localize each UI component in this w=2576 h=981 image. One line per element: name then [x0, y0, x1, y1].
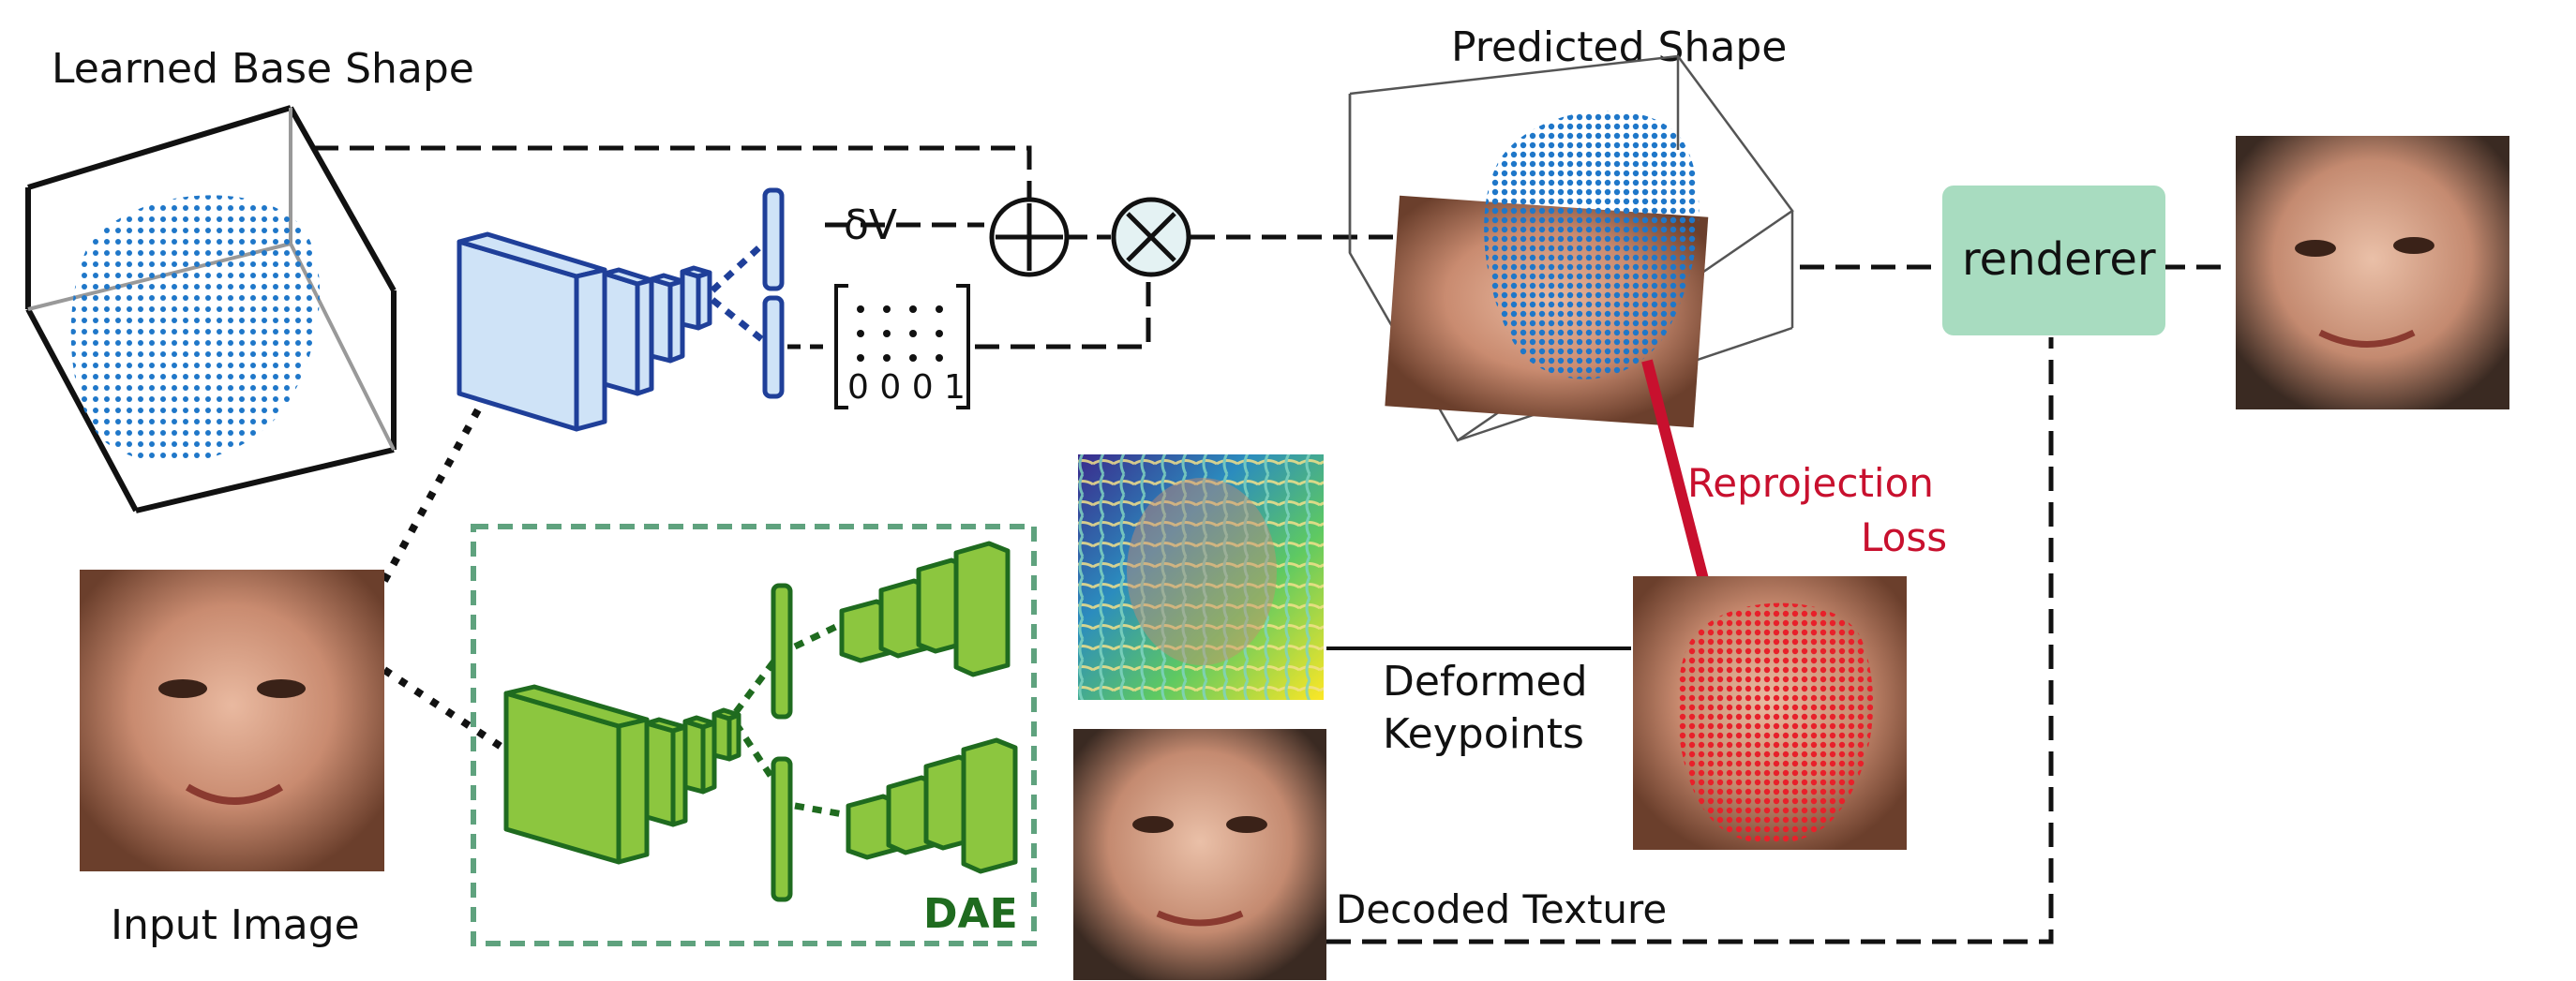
- encoder-block-3: [649, 273, 685, 364]
- input-image-label: Input Image: [111, 901, 360, 949]
- matrix-dots: [857, 305, 943, 362]
- matrix-last-row: 0 0 0 1: [847, 368, 966, 407]
- pose-code-bar: [762, 295, 785, 399]
- renderer-block: renderer: [1942, 186, 2165, 335]
- renderer-label: renderer: [1962, 233, 2156, 286]
- dae-decoder-bottom: [846, 737, 1018, 874]
- deformed-keypoints-label-line2: Keypoints: [1383, 710, 1584, 758]
- encoder-block-4: [680, 265, 712, 331]
- input-face-eye-left: [158, 679, 207, 698]
- reprojection-label-line2: Loss: [1861, 514, 1947, 560]
- predicted-shape: Predicted Shape: [1348, 23, 1794, 442]
- learned-base-shape: Learned Base Shape: [25, 45, 474, 513]
- input-face-mouth: [185, 783, 284, 805]
- decoded-texture-image: [1073, 729, 1326, 980]
- dae-label: DAE: [923, 890, 1018, 938]
- input-face-photo: [80, 570, 384, 871]
- decoded-texture-label: Decoded Texture: [1336, 886, 1667, 932]
- dae-box: [471, 524, 1037, 946]
- encoder-block-2: [602, 267, 654, 396]
- times-operator: [1111, 197, 1191, 277]
- encoder-network: [457, 231, 712, 432]
- reprojection-loss-line: [1641, 359, 1712, 592]
- deformed-keypoints-label-line1: Deformed: [1383, 658, 1588, 706]
- delta-v-label: δV: [844, 201, 897, 249]
- dae-decoder-top: [839, 541, 1011, 677]
- reprojection-face: [1633, 576, 1907, 850]
- learned-base-shape-label: Learned Base Shape: [52, 45, 474, 93]
- deformed-keypoints-image: [1078, 454, 1324, 700]
- dae-code-bar-bottom: [771, 756, 793, 902]
- connectors: [314, 145, 2226, 944]
- input-face-eye-right: [257, 679, 306, 698]
- predicted-point-cloud: [1484, 110, 1700, 379]
- base-shape-point-cloud: [70, 195, 321, 463]
- encoder-block-1: [457, 231, 607, 432]
- dae-code-bar-top: [771, 583, 793, 720]
- plus-operator: [989, 197, 1070, 277]
- output-image: [2236, 136, 2509, 409]
- pose-matrix: 0 0 0 1: [834, 284, 970, 409]
- dae-encoder: [503, 684, 741, 865]
- shape-code-bar: [762, 187, 785, 291]
- reprojection-label-line1: Reprojection: [1687, 460, 1934, 506]
- input-image: Input Image: [80, 570, 384, 949]
